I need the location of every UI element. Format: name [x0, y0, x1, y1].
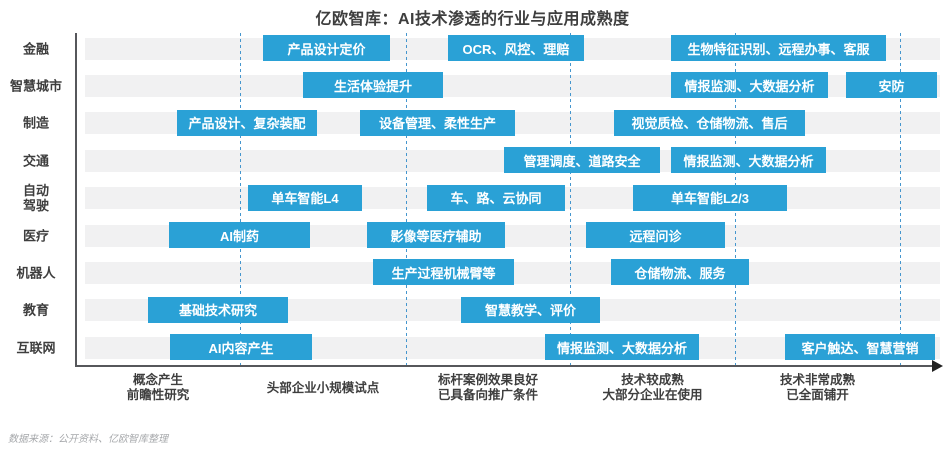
- stage-boundary-dashed-line: [900, 33, 901, 366]
- application-box: 单车智能L2/3: [633, 184, 787, 211]
- x-axis-arrow-icon: [932, 360, 943, 372]
- application-box: 客户触达、智慧营销: [785, 334, 935, 361]
- application-box: 基础技术研究: [148, 296, 288, 323]
- application-box: 生产过程机械臂等: [373, 259, 514, 286]
- application-box: AI内容产生: [170, 334, 312, 361]
- row-label-line: 交通: [22, 153, 49, 169]
- application-box: 影像等医疗辅助: [367, 222, 505, 248]
- application-box: 仓储物流、服务: [611, 259, 749, 286]
- stage-boundary-dashed-line: [406, 33, 407, 366]
- row-label-line: 教育: [22, 302, 49, 318]
- application-box: 视觉质检、仓储物流、售后: [614, 109, 805, 136]
- row-label-line: 驾驶: [22, 198, 49, 214]
- application-box: 安防: [846, 72, 937, 99]
- stage-label-line: 概念产生: [132, 373, 183, 387]
- row-label-1: 金融: [0, 41, 72, 56]
- stage-label-line: 前瞻性研究: [126, 388, 190, 402]
- stage-label-line: 技术较成熟: [621, 373, 684, 387]
- data-source-note: 数据来源：公开资料、亿欧智库整理: [8, 434, 168, 445]
- application-box: 产品设计定价: [263, 35, 390, 61]
- stage-label-line: 已具备向推广条件: [437, 388, 538, 402]
- application-box: 设备管理、柔性生产: [360, 109, 515, 136]
- application-box: 情报监测、大数据分析: [545, 334, 699, 361]
- row-label-7: 机器人: [0, 265, 72, 280]
- application-box: 单车智能L4: [248, 184, 362, 211]
- row-label-8: 教育: [0, 303, 72, 318]
- chart-title: 亿欧智库：AI技术渗透的行业与应用成熟度: [315, 11, 630, 28]
- row-label-line: 制造: [22, 115, 49, 131]
- application-box: 智慧教学、评价: [461, 296, 600, 323]
- y-axis-line: [75, 33, 77, 367]
- row-label-line: 互联网: [16, 340, 56, 356]
- stage-label-line: 大部分企业在使用: [602, 388, 703, 402]
- row-label-5: 自动驾驶: [0, 183, 72, 213]
- stage-label-line: 标杆案例效果良好: [437, 373, 538, 387]
- application-box: 车、路、云协同: [427, 184, 565, 211]
- row-label-3: 制造: [0, 116, 72, 131]
- application-box: 情报监测、大数据分析: [671, 147, 826, 174]
- application-box: 管理调度、道路安全: [504, 147, 660, 174]
- row-label-9: 互联网: [0, 340, 72, 355]
- stage-boundary-dashed-line: [240, 33, 241, 366]
- stage-label-3: 标杆案例效果良好已具备向推广条件: [406, 372, 570, 404]
- stage-label-line: 头部企业小规模试点: [266, 380, 380, 395]
- stage-boundary-dashed-line: [570, 33, 571, 366]
- stage-label-1: 概念产生前瞻性研究: [76, 372, 240, 404]
- row-label-line: 自动: [22, 183, 49, 199]
- application-box: 远程问诊: [586, 222, 725, 248]
- row-label-line: 金融: [22, 41, 49, 56]
- row-label-line: 医疗: [22, 228, 49, 243]
- application-box: 生活体验提升: [303, 72, 443, 99]
- row-label-6: 医疗: [0, 228, 72, 243]
- stage-label-2: 头部企业小规模试点: [241, 372, 405, 404]
- row-label-line: 智慧城市: [9, 78, 62, 94]
- row-label-4: 交通: [0, 153, 72, 168]
- stage-label-4: 技术较成熟大部分企业在使用: [571, 372, 735, 404]
- stage-label-line: 技术非常成熟: [779, 373, 855, 387]
- stage-label-5: 技术非常成熟已全面铺开: [736, 372, 900, 404]
- row-label-line: 机器人: [16, 265, 56, 281]
- application-box: OCR、风控、理赔: [448, 35, 584, 61]
- application-box: AI制药: [169, 222, 310, 248]
- application-box: 产品设计、复杂装配: [177, 109, 317, 136]
- stage-label-line: 已全面铺开: [786, 388, 849, 402]
- application-box: 生物特征识别、远程办事、客服: [671, 35, 886, 61]
- row-label-2: 智慧城市: [0, 78, 72, 93]
- x-axis-line: [75, 365, 933, 367]
- application-box: 情报监测、大数据分析: [671, 72, 828, 99]
